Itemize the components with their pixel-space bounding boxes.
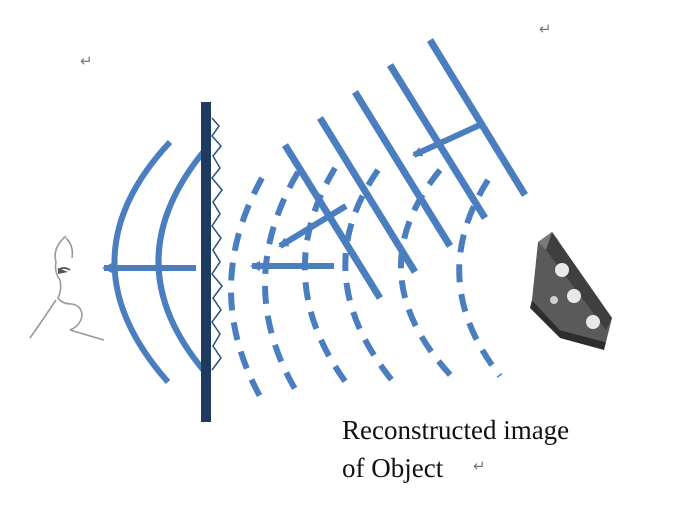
dashed-wavefront-1 <box>228 176 265 402</box>
direction-arrows <box>102 121 484 273</box>
paragraph-mark-icon: ↵ <box>473 457 486 475</box>
paragraph-mark-icon: ↵ <box>80 52 93 70</box>
hologram-plate <box>201 102 211 422</box>
plane-wave-1 <box>282 143 383 300</box>
object-bracket-icon <box>530 232 612 350</box>
dashed-wavefront-2 <box>262 170 301 396</box>
caption-line-1: Reconstructed image <box>342 415 570 445</box>
viewer-wavefronts <box>111 139 208 384</box>
arrow-incident-middle <box>278 203 348 249</box>
dashed-wavefront-3 <box>301 166 353 390</box>
incident-plane-waves <box>282 38 528 300</box>
plane-wave-2 <box>317 116 418 274</box>
viewer-arc-outer <box>111 139 173 384</box>
viewer-arc-inner <box>155 148 208 374</box>
dashed-wavefront-4 <box>342 168 398 386</box>
viewer-face-icon <box>29 235 105 341</box>
plane-wave-3 <box>352 90 453 248</box>
paragraph-mark-icon: ↵ <box>539 20 552 38</box>
reconstructed-wavefronts <box>228 166 503 402</box>
arrow-incident-upper <box>412 121 484 158</box>
caption-line-2: of Object <box>342 453 444 483</box>
dashed-wavefront-5 <box>397 168 458 383</box>
plane-wave-5 <box>427 38 528 197</box>
dashed-wavefront-6 <box>456 178 503 378</box>
viewer-eye <box>58 268 68 274</box>
hologram-interference-pattern <box>211 117 223 371</box>
